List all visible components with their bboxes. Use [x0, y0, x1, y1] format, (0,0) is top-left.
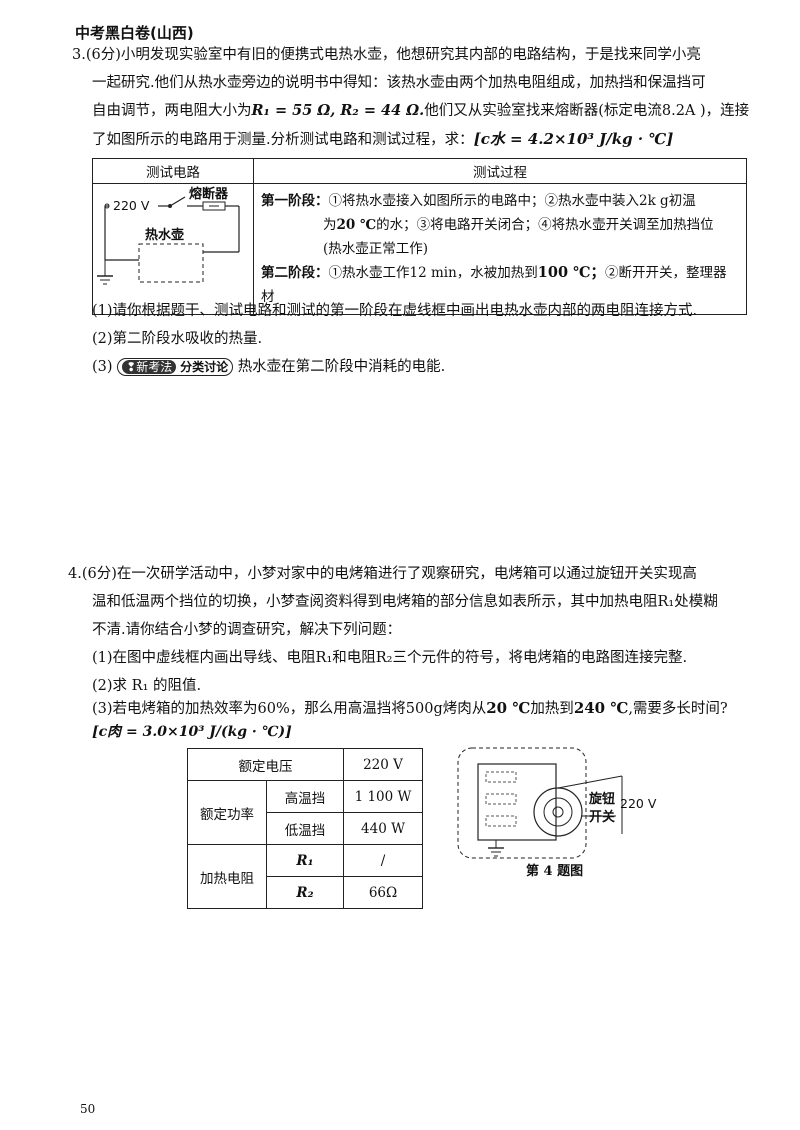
q3-header-process: 测试过程 — [253, 158, 747, 184]
q3-fuse-label: 熔断器 — [189, 187, 229, 202]
q4-knob-label: 旋钮 — [589, 792, 616, 807]
q3-circuit-voltage: 220 V — [113, 198, 150, 213]
q4-oven-table: 额定电压 220 V 额定功率 高温挡 1 100 W 低温挡 440 W 加热… — [187, 748, 423, 909]
q3-resistors: R₁ = 55 Ω, R₂ = 44 Ω. — [251, 102, 425, 119]
q3-stage-1-line-2a: 为 — [323, 217, 337, 233]
q4-figure-caption: 第 4 题图 — [526, 864, 584, 879]
q4-low-label: 低温挡 — [266, 812, 344, 845]
q3-line-4: 了如图所示的电路用于测量.分析测试电路和测试过程，求：[c水 = 4.2×10³… — [92, 128, 673, 151]
q4-sub-3c: ,需要多长时间? — [628, 701, 728, 717]
q3-stage-1-temp: 20 ℃ — [336, 217, 377, 233]
q4-rated-power-label: 额定功率 — [187, 780, 267, 845]
q4-r2-value: 66Ω — [343, 876, 423, 909]
new-method-tag: ❢新考法 — [122, 360, 177, 374]
q3-sub-3: (3) ❢新考法 分类讨论 热水壶在第二阶段中消耗的电能. — [92, 356, 445, 378]
q3-header-circuit: 测试电路 — [92, 158, 254, 184]
classification-tag: 分类讨论 — [180, 360, 229, 374]
q3-specific-heat: [c水 = 4.2×10³ J/kg · ℃] — [473, 130, 674, 148]
q4-r2-label: R₂ — [266, 876, 344, 909]
q3-stage-1-line-1: ①将热水壶接入如图所示的电路中；②热水壶中装入2k g初温 — [328, 193, 696, 209]
q4-figure: 旋钮 开关 220 V 第 4 题图 — [456, 744, 676, 879]
q3-kettle-label: 热水壶 — [145, 228, 185, 243]
q4-r1-label: R₁ — [266, 844, 344, 877]
q3-line-4-text: 了如图所示的电路用于测量.分析测试电路和测试过程，求： — [92, 132, 474, 148]
q4-line-2: 温和低温两个挡位的切换，小梦查阅资料得到电烤箱的部分信息如表所示，其中加热电阻R… — [92, 594, 718, 610]
page-header: 中考黑白卷(山西) — [75, 24, 194, 42]
q3-sub-3-text: 热水壶在第二阶段中消耗的电能. — [237, 359, 446, 375]
q4-sub-2: (2)求 R₁ 的阻值. — [92, 678, 202, 694]
q4-sub-3b: 加热到 — [530, 701, 574, 717]
q3-line-2: 一起研究.他们从热水壶旁边的说明书中得知：该热水壶由两个加热电阻组成，加热挡和保… — [92, 75, 706, 91]
q4-heating-resistor-label: 加热电阻 — [187, 844, 267, 909]
q4-specific-heat: [c肉 = 3.0×10³ J/(kg · ℃)] — [92, 724, 292, 740]
q4-line-1: 4.(6分)在一次研学活动中，小梦对家中的电烤箱进行了观察研究，电烤箱可以通过旋… — [68, 566, 697, 582]
page-number: 50 — [80, 1102, 96, 1116]
method-badge: ❢新考法 分类讨论 — [117, 358, 234, 376]
q3-stage-2-temp: 100 ℃； — [537, 264, 605, 281]
q4-high-value: 1 100 W — [343, 780, 423, 813]
q3-stage-1-line-2b: 的水；③将电路开关闭合；④将热水壶开关调至加热挡位 — [376, 217, 714, 233]
q3-stage-2-label: 第二阶段： — [261, 265, 329, 281]
q3-sub-1: (1)请你根据题干、测试电路和测试的第一阶段在虚线框中画出电热水壶内部的两电阻连… — [92, 303, 698, 319]
q4-rated-voltage-value: 220 V — [343, 748, 423, 781]
q4-r1-value: / — [343, 844, 423, 877]
q3-sub-3-prefix: (3) — [92, 359, 113, 375]
q3-line-1: 3.(6分)小明发现实验室中有旧的便携式电热水壶，他想研究其内部的电路结构，于是… — [72, 47, 701, 63]
q3-circuit-diagram — [97, 196, 240, 285]
q3-stage-1: 第一阶段：①将热水壶接入如图所示的电路中；②热水壶中装入2k g初温 为20 ℃… — [255, 185, 745, 313]
q3-stage-2-a: ①热水壶工作12 min，水被加热到 — [328, 265, 538, 281]
q4-line-3: 不清.请你结合小梦的调查研究，解决下列问题： — [92, 622, 402, 638]
q3-line-3: 自由调节，两电阻大小为R₁ = 55 Ω, R₂ = 44 Ω.他们又从实验室找… — [92, 100, 749, 122]
q3-line-3-tail: 他们又从实验室找来熔断器(标定电流8.2A )，连接 — [424, 103, 750, 119]
q4-high-label: 高温挡 — [266, 780, 344, 813]
new-method-text: 新考法 — [136, 360, 173, 374]
q3-process-cell: 第一阶段：①将热水壶接入如图所示的电路中；②热水壶中装入2k g初温 为20 ℃… — [253, 183, 747, 315]
q4-temp-end: 240 ℃ — [573, 699, 629, 717]
q3-stage-2-b: ②断开开关，整理器材 — [261, 265, 727, 305]
q4-rated-voltage-label: 额定电压 — [187, 748, 344, 781]
q4-voltage-label: 220 V — [620, 796, 657, 811]
q3-stage-1-label: 第一阶段： — [261, 193, 329, 209]
q4-sub-3a: (3)若电烤箱的加热效率为60%，那么用高温挡将500g烤肉从 — [92, 701, 487, 717]
q3-stage-1-line-3: (热水壶正常工作) — [323, 241, 429, 257]
lightbulb-icon: ❢ — [126, 360, 137, 374]
q3-test-table: 测试电路 测试过程 — [92, 158, 747, 315]
q4-low-value: 440 W — [343, 812, 423, 845]
q3-line-3-text: 自由调节，两电阻大小为 — [92, 103, 252, 119]
q4-temp-start: 20 ℃ — [486, 699, 531, 717]
q4-sub-3: (3)若电烤箱的加热效率为60%，那么用高温挡将500g烤肉从20 ℃加热到24… — [92, 693, 728, 724]
q4-sub-1: (1)在图中虚线框内画出导线、电阻R₁和电阻R₂三个元件的符号，将电烤箱的电路图… — [92, 650, 688, 666]
q3-sub-2: (2)第二阶段水吸收的热量. — [92, 331, 263, 347]
q4-switch-label: 开关 — [589, 810, 616, 825]
q3-circuit-cell: 220 V 熔断器 热水壶 — [92, 183, 254, 315]
q4-oven-diagram — [457, 747, 623, 859]
